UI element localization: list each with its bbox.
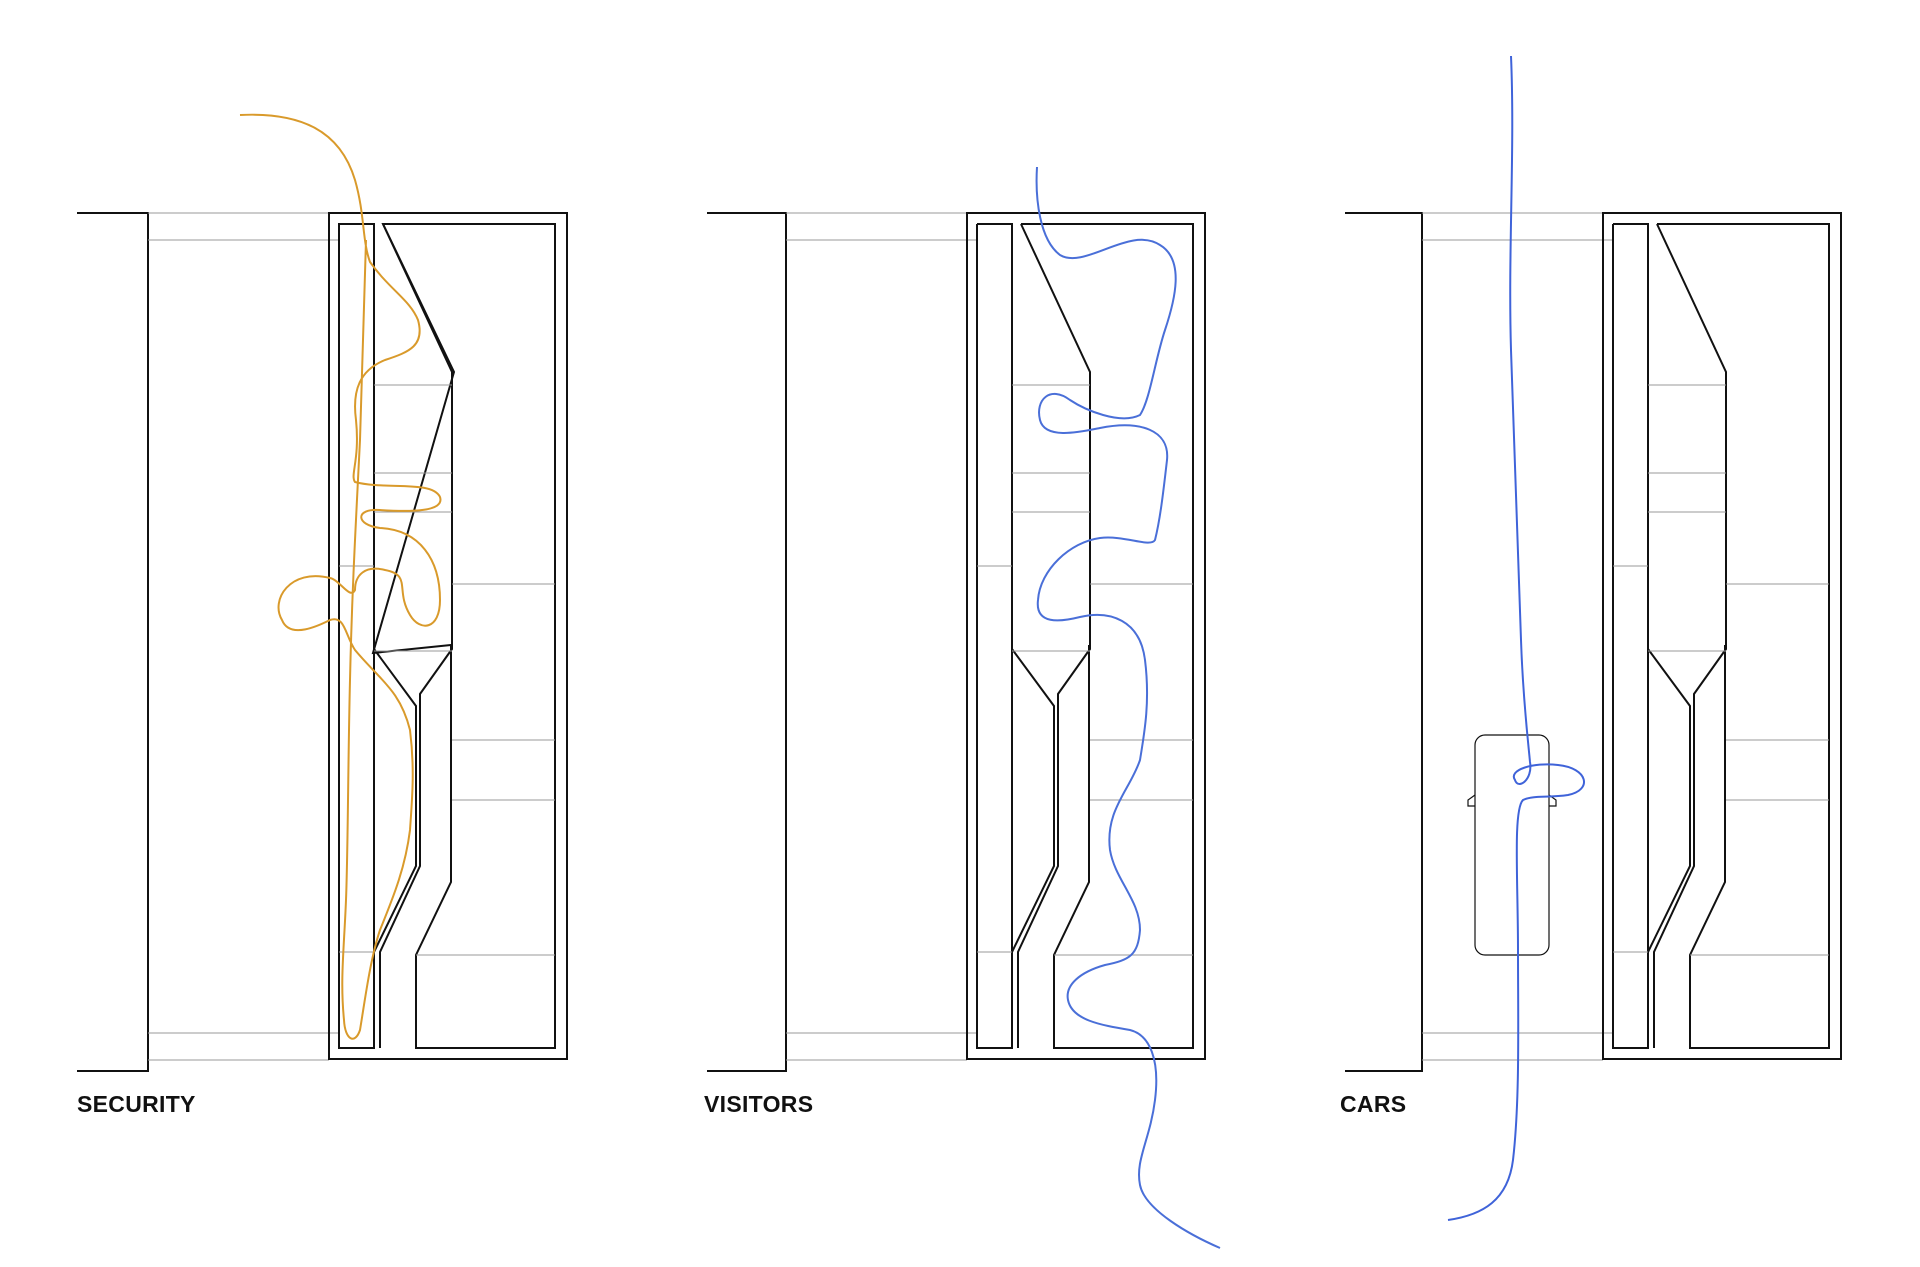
building-block: [707, 212, 787, 1072]
security-path: [239, 113, 442, 1040]
panel-visitors: [707, 166, 1221, 1249]
inner-channel: [1647, 223, 1727, 1048]
cars-path: [1447, 55, 1585, 1221]
car-icon: [1467, 734, 1557, 956]
panel-cars: [1345, 55, 1842, 1221]
inner-channel: [1011, 223, 1091, 1048]
panel-label-cars: CARS: [1340, 1091, 1407, 1117]
site-outline: [966, 212, 1206, 1060]
inner-channel: [373, 223, 453, 1048]
street-lines: [148, 212, 339, 1061]
street-lines: [786, 212, 977, 1061]
panel-label-visitors: VISITORS: [704, 1091, 814, 1117]
panel-security: [77, 113, 568, 1072]
parking-lines: [977, 384, 1193, 956]
parking-lines: [339, 384, 555, 956]
site-outline: [1602, 212, 1842, 1060]
panel-label-security: SECURITY: [77, 1091, 196, 1117]
building-block: [77, 212, 149, 1072]
building-block: [1345, 212, 1423, 1072]
parking-lines: [1613, 384, 1829, 956]
site-outline: [328, 212, 568, 1060]
visitors-path: [1035, 166, 1221, 1249]
